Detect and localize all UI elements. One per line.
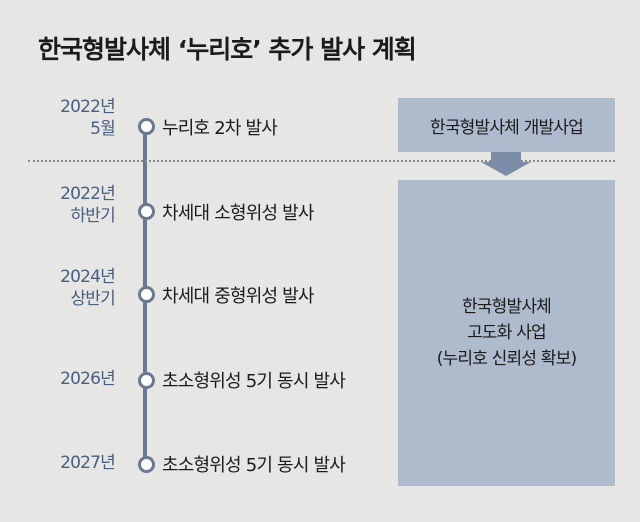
timeline-period-label: 상반기 <box>70 289 115 309</box>
timeline-year-5: 2027년 <box>5 452 116 474</box>
phase-divider <box>28 160 615 162</box>
timeline-event-4: 초소형위성 5기 동시 발사 <box>162 371 346 392</box>
timeline-year-1: 2022년 5월 <box>5 96 116 140</box>
timeline-event-3: 차세대 중형위성 발사 <box>162 286 314 307</box>
timeline-event-5: 초소형위성 5기 동시 발사 <box>162 455 346 476</box>
timeline-event-2: 차세대 소형위성 발사 <box>162 203 314 224</box>
upgrade-box-line-2: 고도화 사업 <box>467 323 547 343</box>
timeline-year-4: 2026년 <box>5 368 116 390</box>
timeline-year-label: 2022년 <box>60 184 116 204</box>
timeline-year-label: 2026년 <box>60 369 116 389</box>
upgrade-box-line-1: 한국형발사체 <box>461 297 552 317</box>
timeline-period-label: 하반기 <box>70 206 115 226</box>
timeline-dot-1 <box>138 118 155 135</box>
timeline-dot-4 <box>138 372 155 389</box>
upgrade-project-box: 한국형발사체 고도화 사업 (누리호 신뢰성 확보) <box>398 180 615 486</box>
timeline-event-1: 누리호 2차 발사 <box>162 118 278 139</box>
diagram-title: 한국형발사체 ‘누리호’ 추가 발사 계획 <box>38 35 417 64</box>
timeline-dot-2 <box>138 203 155 220</box>
upgrade-box-line-3: (누리호 신뢰성 확보) <box>436 349 577 369</box>
timeline-dot-3 <box>138 286 155 303</box>
timeline-year-3: 2024년 상반기 <box>5 266 116 310</box>
development-project-box: 한국형발사체 개발사업 <box>398 98 615 152</box>
down-arrow-icon <box>491 152 521 162</box>
timeline-year-label: 2027년 <box>60 453 116 473</box>
down-arrow-head-icon <box>481 162 531 176</box>
timeline-period-label: 5월 <box>90 119 116 139</box>
timeline-year-label: 2024년 <box>60 267 116 287</box>
timeline-dot-5 <box>138 456 155 473</box>
timeline-year-2: 2022년 하반기 <box>5 183 116 227</box>
timeline-year-label: 2022년 <box>60 97 116 117</box>
